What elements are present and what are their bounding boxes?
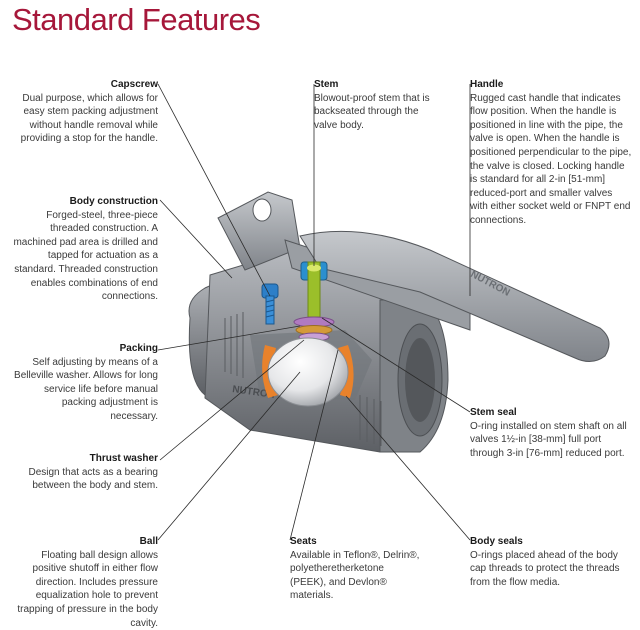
callout-ball: Ball Floating ball design allows positiv… [12, 535, 158, 630]
packing [293, 316, 335, 342]
leader-lines [157, 83, 471, 541]
callout-stem-title: Stem [314, 79, 339, 90]
leader-seats [289, 349, 339, 541]
leader-ball [157, 371, 301, 541]
callout-capscrew: Capscrew Dual purpose, which allows for … [12, 78, 158, 146]
page-title: Standard Features [12, 2, 261, 37]
callout-body-seals-desc: O-rings placed ahead of the body cap thr… [470, 549, 620, 588]
callout-stem: Stem Blowout-proof stem that is backseat… [314, 78, 430, 132]
callout-capscrew-title: Capscrew [110, 79, 158, 90]
leader-body-construction [159, 199, 233, 279]
leader-thrust-washer [159, 339, 305, 461]
callout-ball-title: Ball [139, 536, 158, 547]
callout-thrust-washer-title: Thrust washer [89, 453, 158, 464]
callout-body-construction-title: Body construction [69, 196, 158, 207]
callout-handle-title: Handle [470, 79, 504, 90]
callout-stem-desc: Blowout-proof stem that is backseated th… [314, 92, 430, 131]
callout-seats: Seats Available in Teflon®, Delrin®, pol… [290, 535, 420, 603]
callout-stem-seal-title: Stem seal [470, 407, 517, 418]
callout-handle: Handle Rugged cast handle that indicates… [470, 78, 632, 228]
capscrew [261, 283, 279, 325]
callout-stem-seal-desc: O-ring installed on stem shaft on all va… [470, 420, 627, 459]
callout-thrust-washer: Thrust washer Design that acts as a bear… [12, 452, 158, 493]
callout-body-construction: Body construction Forged-steel, three-pi… [12, 195, 158, 304]
callout-packing-desc: Self adjusting by means of a Belleville … [14, 356, 158, 422]
callout-packing: Packing Self adjusting by means of a Bel… [12, 342, 158, 424]
callout-seats-desc: Available in Teflon®, Delrin®, polyether… [290, 549, 420, 602]
stem [300, 261, 328, 318]
leader-stem-seal [321, 317, 471, 413]
callout-capscrew-desc: Dual purpose, which allows for easy stem… [20, 92, 158, 145]
callout-handle-desc: Rugged cast handle that indicates flow p… [470, 92, 632, 226]
callout-ball-desc: Floating ball design allows positive shu… [17, 549, 158, 629]
callout-thrust-washer-desc: Design that acts as a bearing between th… [28, 466, 158, 492]
leader-body-seals [345, 395, 471, 541]
callout-stem-seal: Stem seal O-ring installed on stem shaft… [470, 406, 632, 460]
callout-packing-title: Packing [119, 343, 158, 354]
leader-packing [157, 325, 301, 351]
callout-body-seals-title: Body seals [470, 536, 523, 547]
callout-body-construction-desc: Forged-steel, three-piece threaded const… [13, 209, 158, 303]
callout-seats-title: Seats [290, 536, 317, 547]
callout-body-seals: Body seals O-rings placed ahead of the b… [470, 535, 632, 589]
leader-capscrew [157, 83, 271, 297]
